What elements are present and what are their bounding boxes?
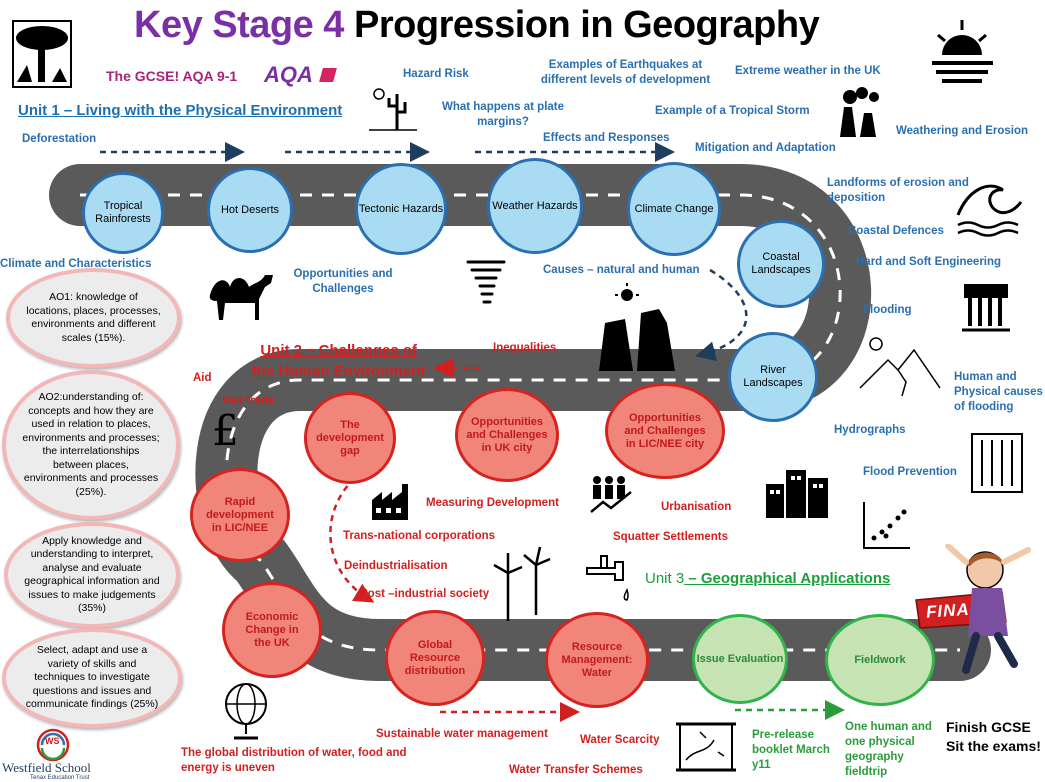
label-plate-margins: What happens at plate margins? [441,101,565,128]
tree-icon [12,20,72,88]
label-flooding: Flooding [863,304,912,316]
cliffs-sun-icon [599,283,675,371]
water-tap-icon [586,555,629,601]
ao3-oval: Apply knowledge and understanding to int… [4,522,180,628]
label-tropical-storm: Example of a Tropical Storm [655,105,810,117]
title-progression: Progression in Geography [354,4,820,46]
school-trust: Tenax Education Trust [30,775,90,781]
aqa-logo-text: AQA [264,62,313,87]
circle-climate-change: Climate Change [627,162,721,256]
circle-tropical-rainforests: Tropical Rainforests [82,172,164,254]
city-buildings-icon [766,470,828,518]
circle-global-resource: Global Resource distribution [385,610,485,706]
sunset-icon [932,20,993,83]
circle-issue-evaluation: Issue Evaluation [692,614,788,704]
circle-coastal-landscapes: Coastal Landscapes [737,220,825,308]
label-earthquakes: Examples of Earthquakes at different lev… [540,59,711,86]
unit3-heading: Unit 3 – Geographical Applications [645,570,890,587]
circle-river-landscapes: River Landscapes [728,332,818,422]
label-mitigation: Mitigation and Adaptation [695,142,836,154]
label-fair-trade: Fair trade [222,395,275,407]
factory-icon [372,484,408,520]
label-aid: Aid [193,372,212,384]
label-opportunities: Opportunities and Challenges [293,268,393,295]
label-coastal-defences: Coastal Defences [848,225,944,237]
label-inequalities: Inequalities [493,342,557,354]
label-deforestation: Deforestation [22,133,97,145]
waterfall-icon [962,284,1010,332]
school-crest-letters: WS [45,736,60,746]
circle-resource-management: Resource Management: Water [545,612,649,708]
circle-fieldwork: Fieldwork [825,614,935,706]
label-causes: Causes – natural and human [543,264,700,276]
circle-weather-hazards: Weather Hazards [487,158,583,254]
ao4-oval: Select, adapt and use a variety of skill… [2,628,182,728]
circle-lic-nee-city: Opportunities and Challenges in LIC/NEE … [605,383,725,479]
label-tnc: Trans-national corporations [343,530,496,542]
circle-tectonic-hazards: Tectonic Hazards [355,163,447,255]
label-water-transfer: Water Transfer Schemes [509,764,643,776]
label-sustainable-water: Sustainable water management [376,728,548,740]
unit2-heading: Unit 2 – Challenges of the Human Environ… [252,340,425,382]
unit1-heading: Unit 1 – Living with the Physical Enviro… [18,102,343,119]
circle-development-gap: The development gap [304,392,396,484]
ao2-oval: AO2:understanding of: concepts and how t… [2,370,180,520]
label-flood-prevention: Flood Prevention [863,466,957,478]
globe-icon [225,683,267,740]
aqa-logo-mark [319,68,338,82]
gcse-subtitle: The GCSE! AQA 9-1 [106,68,238,84]
title-key-stage: Key Stage 4 [134,4,344,46]
label-water-scarcity: Water Scarcity [580,734,660,746]
school-name: Westfield School [2,760,91,775]
unit2-heading-line1: Unit 2 – Challenges of [260,342,418,359]
label-post-industrial: Post –industrial society [360,588,490,600]
factory-pollution-icon [840,87,879,137]
aqa-logo: AQA [264,62,338,88]
population-growth-icon [590,476,632,513]
dam-icon [971,433,1023,493]
circle-economic-change: Economic Change in the UK [222,582,322,678]
school-crest-icon [36,728,70,762]
label-hydrographs: Hydrographs [834,424,906,436]
wave-icon [956,184,1023,237]
circle-hot-deserts: Hot Deserts [207,167,293,253]
unit3-heading-rest: – Geographical Applications [684,570,891,587]
label-effects: Effects and Responses [543,132,670,144]
label-hazard-risk: Hazard Risk [403,68,469,80]
label-finish-gcse: Finish GCSE Sit the exams! [946,719,1041,754]
pound-icon: £ [212,406,239,455]
label-climate-characteristics: Climate and Characteristics [0,258,152,270]
label-extreme-weather: Extreme weather in the UK [735,65,881,77]
unit2-heading-line2: the Human Environment [252,363,426,380]
circle-rapid-development: Rapid development in LIC/NEE [190,468,290,562]
unit3-heading-prefix: Unit 3 [645,570,685,587]
label-squatter: Squatter Settlements [613,531,729,543]
map-scroll-icon [676,722,736,772]
label-urbanisation: Urbanisation [661,501,732,513]
label-deindustrialisation: Deindustrialisation [344,560,448,572]
camel-icon [209,275,273,320]
circle-uk-city: Opportunities and Challenges in UK city [455,388,559,482]
wind-turbine-icon [493,546,551,621]
page-title: Key Stage 4 Progression in Geography [134,4,820,47]
scatter-graph-icon [863,502,910,549]
ao1-oval: AO1: knowledge of locations, places, pro… [6,268,181,368]
label-human-physical: Human and Physical causes of flooding [954,371,1043,413]
label-measuring: Measuring Development [426,497,559,509]
tornado-icon [466,260,506,304]
label-landforms: Landforms of erosion and deposition [827,177,969,204]
mountain-sun-icon [859,337,941,397]
celebrating-avatar-icon [945,544,1031,674]
label-hard-soft: Hard and Soft Engineering [856,256,1002,268]
desert-cactus-icon [369,88,417,131]
label-prerelease: Pre-release booklet March y11 [752,729,830,771]
label-fieldtrip: One human and one physical geography fie… [845,721,932,778]
label-weathering: Weathering and Erosion [896,125,1029,137]
label-global-distribution: The global distribution of water, food a… [181,747,407,774]
